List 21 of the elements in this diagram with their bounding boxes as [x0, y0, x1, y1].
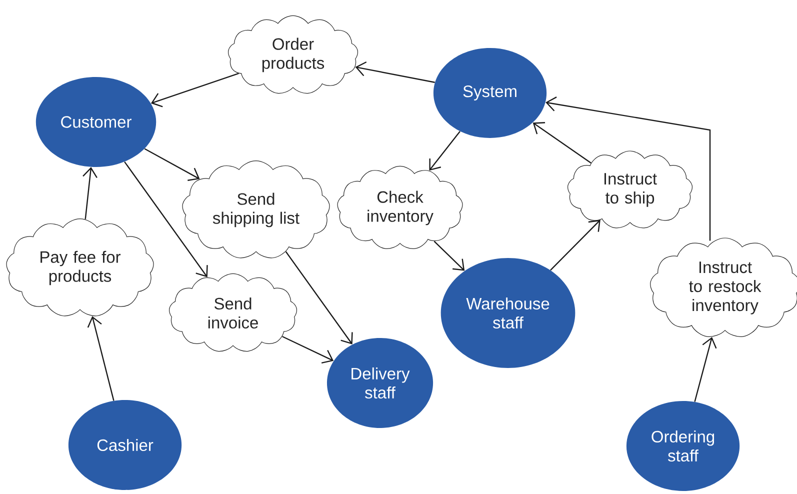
- message-cloud: Check inventory: [337, 166, 463, 249]
- arrow: [124, 161, 208, 278]
- arrow: [532, 122, 592, 164]
- arrow: [144, 148, 200, 181]
- arrow: [87, 316, 114, 401]
- arrow: [150, 72, 239, 108]
- message-cloud: Send invoice: [169, 273, 298, 352]
- arrow: [282, 336, 334, 364]
- arrow: [546, 96, 711, 241]
- arrow: [550, 220, 600, 271]
- arrow: [355, 61, 435, 83]
- arrow: [434, 240, 465, 271]
- message-cloud: Instruct to restock inventory: [650, 238, 797, 337]
- arrow: [429, 130, 460, 171]
- message-cloud: Order products: [228, 15, 358, 94]
- arrow: [82, 167, 98, 220]
- arrow: [285, 251, 353, 344]
- message-cloud: Pay fee for products: [6, 218, 154, 316]
- message-cloud: Instruct to ship: [568, 150, 693, 228]
- arrow: [694, 336, 717, 402]
- message-cloud: Send shipping list: [182, 160, 330, 258]
